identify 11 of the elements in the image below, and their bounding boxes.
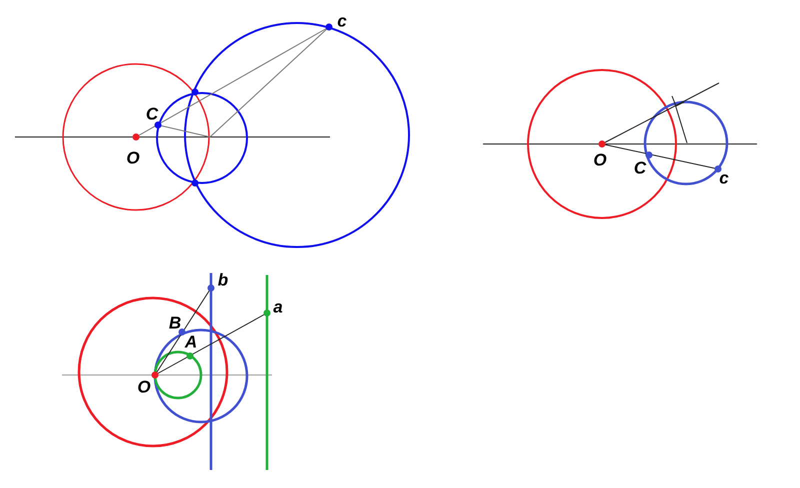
point-label: c xyxy=(337,12,347,30)
point-label: C xyxy=(146,106,158,122)
point-label: a xyxy=(273,298,283,316)
point-label: O xyxy=(126,150,140,166)
point-label: A xyxy=(184,334,198,350)
point-label: b xyxy=(218,272,228,288)
point-label: c xyxy=(719,170,729,186)
point-label: C xyxy=(634,160,646,176)
point-label: O xyxy=(593,152,607,168)
point-label: B xyxy=(168,314,182,332)
point-label: O xyxy=(137,378,151,396)
